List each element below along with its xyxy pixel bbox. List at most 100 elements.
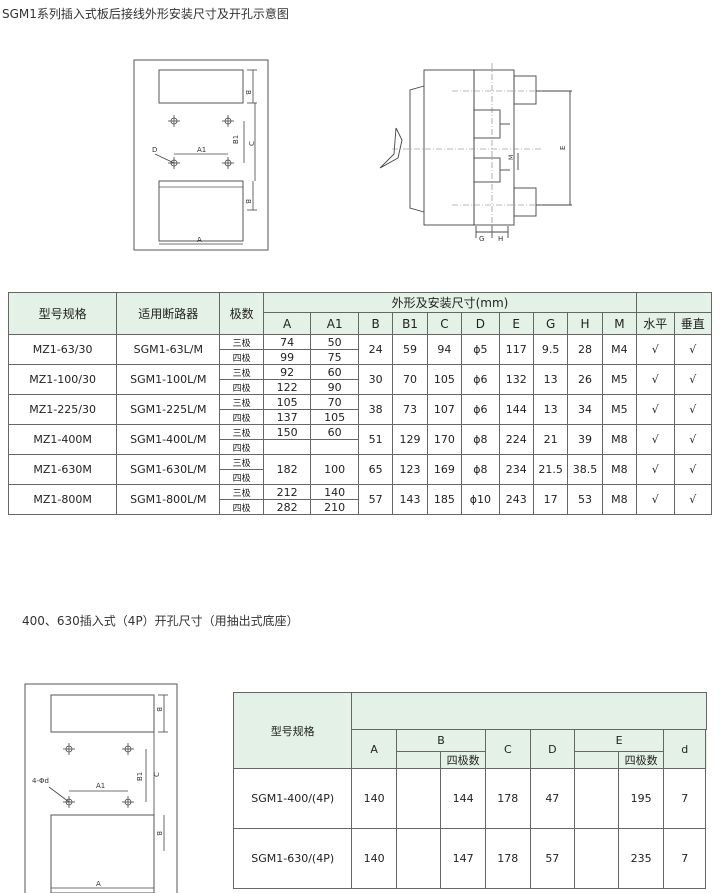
- cell-a: 137: [262, 409, 312, 425]
- cell-e: 224: [498, 424, 534, 455]
- col-c: C: [484, 729, 531, 769]
- label-a: A: [96, 880, 101, 888]
- cell-b: 144: [440, 768, 486, 829]
- col-b: B: [395, 729, 486, 752]
- label-a1: A1: [197, 146, 206, 154]
- cell-d: 47: [529, 768, 576, 829]
- cell-g: 9.5: [532, 334, 569, 365]
- table-row: SGM1-400/(4P) 140 144 178 47 195 7: [232, 768, 707, 829]
- section-title: 400、630插入式（4P）开孔尺寸（用抽出式底座）: [22, 614, 299, 628]
- cell-b1: 59: [392, 334, 428, 365]
- cell-a: 212: [262, 484, 312, 500]
- cell-d: 57: [529, 828, 576, 889]
- header-band: [351, 692, 707, 730]
- cell-vertical: √: [673, 394, 713, 425]
- col-vertical: 垂直: [673, 312, 713, 335]
- cell-h: 28: [567, 334, 603, 365]
- col-e-4p: 四极数: [618, 751, 665, 769]
- table-row: 四极 137 105: [9, 409, 712, 425]
- cell-a: 92: [262, 364, 312, 380]
- cell-a1: 50: [310, 334, 359, 350]
- cell-c: 170: [426, 424, 463, 455]
- cell-m: M5: [601, 364, 638, 395]
- cell-pole: 四极: [219, 349, 264, 365]
- cell-model: SGM1-400/(4P): [232, 768, 353, 829]
- cell-breaker: SGM1-630L/M: [116, 454, 221, 485]
- cell-b: 51: [357, 424, 394, 455]
- page-title: SGM1系列插入式板后接线外形安装尺寸及开孔示意图: [2, 7, 289, 21]
- cell-m: M8: [601, 454, 638, 485]
- col-e: E: [574, 729, 665, 752]
- cell-a1: 210: [310, 499, 359, 515]
- table-row: 四极 282 210: [9, 499, 712, 515]
- cell-e: 117: [498, 334, 534, 365]
- cell-vertical: √: [673, 424, 713, 455]
- cell-b1: 143: [392, 484, 428, 515]
- cell-b: 38: [357, 394, 394, 425]
- cell-horizontal: √: [636, 394, 675, 425]
- cutout-table: 型号规格 A B C D E d 四极数 四极数 SGM1-400/(4P) 1…: [232, 692, 707, 889]
- cell-horizontal: √: [636, 454, 675, 485]
- table-row: MZ1-63/30 SGM1-63L/M 三极 74 50 24 59 94 ϕ…: [7, 334, 713, 365]
- cell-a: 74: [262, 334, 312, 350]
- cell-horizontal: √: [636, 334, 675, 365]
- table-row: 四极: [9, 439, 712, 455]
- cell-model: MZ1-100/30: [7, 364, 118, 395]
- col-a: A: [351, 729, 397, 769]
- label-a1: A1: [96, 782, 105, 790]
- cell-b1: 129: [392, 424, 428, 455]
- cell-e: 235: [618, 828, 665, 889]
- cell-a: [262, 439, 312, 455]
- cell-pole: 四极: [219, 379, 264, 395]
- cell-c: 105: [426, 364, 463, 395]
- cell-a1: 105: [310, 409, 359, 425]
- cell-breaker: SGM1-400L/M: [116, 424, 221, 455]
- cell-b: 30: [357, 364, 394, 395]
- col-header-breaker: 适用断路器: [116, 292, 221, 335]
- col-header-model: 型号规格: [232, 692, 353, 769]
- table-row: 四极 122 90: [9, 379, 712, 395]
- label-d: D: [152, 146, 157, 154]
- cell-pole: 三极: [219, 394, 264, 410]
- cell-horizontal: √: [636, 484, 675, 515]
- col-header-dims: 外形及安装尺寸(mm): [262, 292, 638, 313]
- side-view-diagram: E M G H: [379, 63, 572, 243]
- label-m: M: [508, 155, 515, 160]
- cell-breaker: SGM1-63L/M: [116, 334, 221, 365]
- col-horizontal: 水平: [636, 312, 675, 335]
- cell-pole: 四极: [219, 499, 264, 515]
- cell-a1: 90: [310, 379, 359, 395]
- cell-m: M8: [601, 424, 638, 455]
- cell-a1: 60: [310, 364, 359, 380]
- label-b-lower: B: [155, 831, 163, 836]
- col-h: H: [567, 312, 603, 335]
- cell-d: ϕ10: [461, 484, 500, 515]
- cell-model: MZ1-400M: [7, 424, 118, 455]
- cell-d: ϕ5: [461, 334, 500, 365]
- cell-horizontal: √: [636, 364, 675, 395]
- col-m: M: [601, 312, 638, 335]
- col-a1: A1: [310, 312, 359, 335]
- cell-c: 178: [484, 768, 531, 829]
- table-row: MZ1-400M SGM1-400L/M 三极 150 60 51 129 17…: [7, 424, 713, 455]
- cell-e: 144: [498, 394, 534, 425]
- col-d: D: [461, 312, 500, 335]
- cell-breaker: SGM1-800L/M: [116, 484, 221, 515]
- cell-a1: 70: [310, 394, 359, 410]
- label-c: C: [248, 141, 256, 146]
- col-b-4p: 四极数: [440, 751, 486, 769]
- cell-pole: 四极: [219, 409, 264, 425]
- cell-e: 243: [498, 484, 534, 515]
- col-header-orientation: [636, 292, 712, 313]
- label-b-lower: B: [244, 199, 252, 204]
- cell-d-hole: 7: [663, 828, 707, 889]
- cell-m: M8: [601, 484, 638, 515]
- col-header-poles: 极数: [219, 292, 264, 335]
- cell-g: 13: [532, 364, 569, 395]
- cell-b1: 123: [392, 454, 428, 485]
- cell-model: MZ1-225/30: [7, 394, 118, 425]
- cell-c: 107: [426, 394, 463, 425]
- cell-c: 94: [426, 334, 463, 365]
- cell-a1: 100: [310, 454, 359, 485]
- cell-m: M4: [601, 334, 638, 365]
